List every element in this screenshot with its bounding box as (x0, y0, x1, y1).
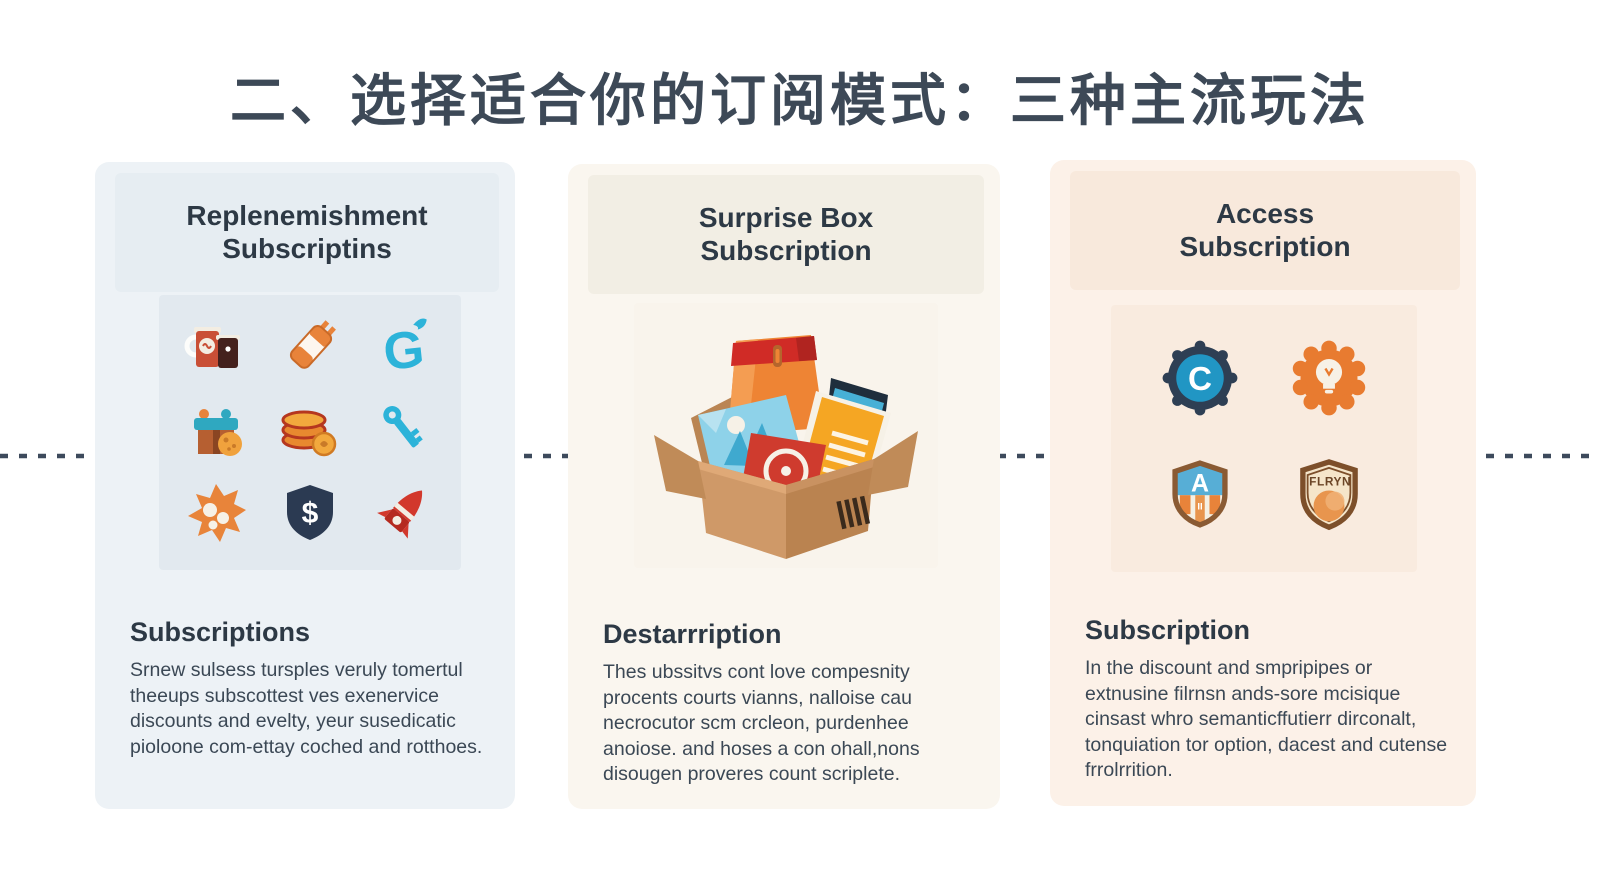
badge-flryn-glyph: FLRYN (1309, 474, 1351, 488)
letter-g-glyph: G (381, 320, 427, 380)
card1-icon-panel: G (159, 295, 461, 570)
card1-title: Replenemishment Subscriptins (186, 200, 428, 264)
gift-box-icon (184, 398, 248, 467)
card3-body-text: In the discount and smpripipes or extnus… (1085, 657, 1448, 781)
card-replenishment-subscription: Replenemishment Subscriptins (95, 162, 515, 809)
card1-header: Replenemishment Subscriptins (115, 173, 499, 292)
coffee-mugs-icon (184, 316, 248, 385)
card1-body-text: Srnew sulsess tursples veruly tomertul t… (130, 659, 483, 758)
shield-a-badge-icon: II A (1162, 456, 1238, 537)
card2-header: Surprise Box Subscription (588, 175, 984, 294)
card3-header: Access Subscription (1070, 171, 1460, 290)
dashed-line-right (1486, 440, 1600, 472)
card3-icon-panel: C (1111, 305, 1417, 572)
rocket-icon (372, 480, 436, 549)
shield-flryn-badge-icon: FLRYN (1291, 456, 1367, 537)
card-access-subscription: Access Subscription C (1050, 160, 1476, 806)
letter-c-badge-icon: C (1162, 340, 1238, 421)
shield-dollar-icon: $ (278, 480, 342, 549)
card2-section-title: Destarrription (603, 619, 782, 649)
striped-bottle-icon (278, 316, 342, 385)
coins-icon (278, 398, 342, 467)
card3-section-title: Subscription (1085, 615, 1251, 645)
badge-a-glyph: A (1191, 469, 1209, 497)
card1-section-title: Subscriptions (130, 617, 311, 647)
card3-title: Access Subscription (1179, 198, 1351, 262)
lightbulb-badge-icon (1291, 340, 1367, 421)
card2-icon-panel (634, 303, 938, 568)
card2-title: Surprise Box Subscription (698, 202, 874, 266)
badge-a-marks: II (1197, 501, 1202, 512)
surprise-box-illustration (636, 303, 936, 568)
splash-icon (184, 480, 248, 549)
card2-body-text: Thes ubssitvs cont love compesnity proce… (603, 661, 920, 785)
badge-c-glyph: C (1187, 361, 1211, 398)
key-icon (372, 398, 436, 467)
page-title: 二、选择适合你的订阅模式：三种主流玩法 (230, 69, 1370, 132)
dollar-glyph: $ (302, 497, 319, 530)
card-surprise-box-subscription: Surprise Box Subscription (568, 164, 1000, 809)
letter-g-icon: G (372, 316, 436, 385)
